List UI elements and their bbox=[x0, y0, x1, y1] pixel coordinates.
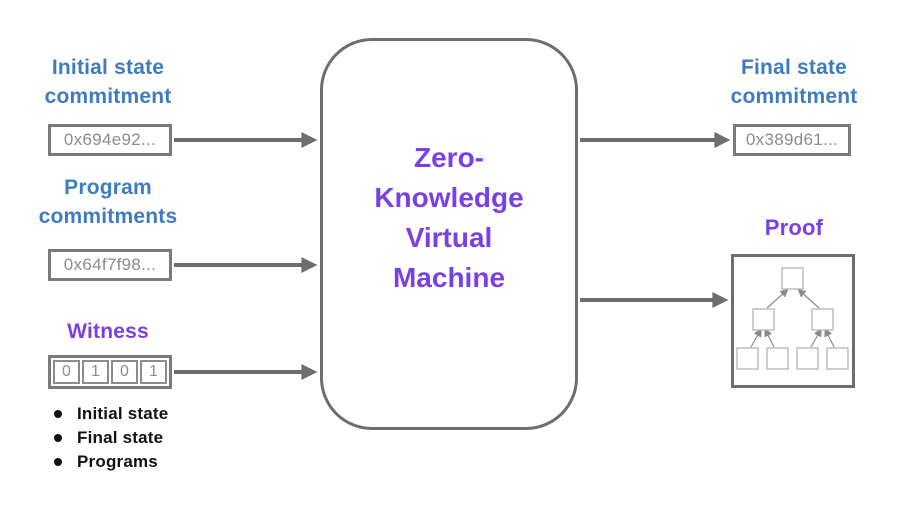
initial-state-hash-value: 0x694e92... bbox=[63, 130, 157, 149]
initial-state-hash-box: 0x694e92... bbox=[48, 124, 172, 156]
merkle-mid-left-node bbox=[752, 308, 775, 331]
proof-label: Proof bbox=[764, 215, 824, 240]
bullet-icon bbox=[54, 410, 62, 418]
merkle-root-node bbox=[781, 267, 804, 290]
initial-state-commitment-label: Initial state commitment bbox=[44, 56, 172, 108]
list-item: Initial state bbox=[48, 402, 268, 426]
witness-bit-0: 0 bbox=[53, 360, 80, 384]
bullet-icon bbox=[54, 458, 62, 466]
witness-label: Witness bbox=[67, 320, 149, 343]
witness-notes-list: Initial state Final state Programs bbox=[48, 402, 268, 474]
zkvm-box bbox=[320, 38, 578, 430]
merkle-leaf-node bbox=[766, 347, 789, 370]
program-commitments-label: Program commitments bbox=[38, 176, 178, 228]
merkle-tree-edges bbox=[750, 288, 835, 348]
list-item: Final state bbox=[48, 426, 268, 450]
merkle-tree-nodes bbox=[736, 267, 849, 370]
witness-bit-1: 1 bbox=[82, 360, 109, 384]
final-state-hash-value: 0x389d61... bbox=[745, 130, 839, 149]
program-hash-value: 0x64f7f98... bbox=[63, 255, 157, 274]
proof-box bbox=[731, 254, 855, 388]
merkle-leaf-node bbox=[796, 347, 819, 370]
bullet-icon bbox=[54, 434, 62, 442]
zkvm-title: Zero- Knowledge Virtual Machine bbox=[374, 142, 524, 293]
witness-note-initial-state: Initial state bbox=[77, 404, 169, 423]
program-hash-box: 0x64f7f98... bbox=[48, 249, 172, 281]
witness-note-programs: Programs bbox=[77, 452, 158, 471]
witness-note-final-state: Final state bbox=[77, 428, 164, 447]
merkle-leaf-node bbox=[826, 347, 849, 370]
witness-bit-2: 0 bbox=[111, 360, 138, 384]
list-item: Programs bbox=[48, 450, 268, 474]
witness-bit-3: 1 bbox=[140, 360, 167, 384]
final-state-commitment-label: Final state commitment bbox=[730, 56, 858, 108]
merkle-mid-right-node bbox=[811, 308, 834, 331]
merkle-tree-diagram bbox=[736, 267, 849, 370]
merkle-leaf-node bbox=[736, 347, 759, 370]
witness-bits-box: 0 1 0 1 bbox=[48, 355, 172, 389]
final-state-hash-box: 0x389d61... bbox=[733, 124, 851, 156]
